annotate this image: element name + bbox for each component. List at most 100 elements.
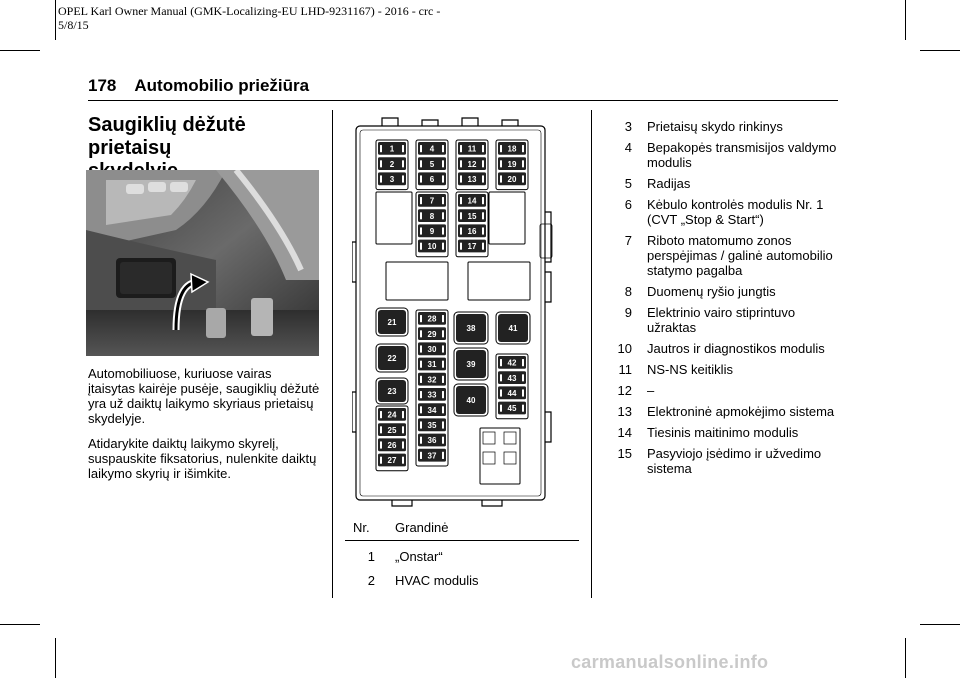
- print-header: OPEL Karl Owner Manual (GMK-Localizing-E…: [58, 4, 440, 32]
- item-name: Riboto matomumo zonos perspėjimas / gali…: [647, 233, 833, 278]
- fuse-19: 19: [498, 157, 526, 170]
- fuse-label: 6: [430, 175, 435, 184]
- fuse-41: 41: [495, 311, 531, 345]
- item-name: Prietaisų skydo rinkinys: [647, 119, 783, 134]
- fuse-11: 11: [458, 142, 486, 155]
- fuse-4: 4: [418, 142, 446, 155]
- fuse-42: 42: [498, 356, 526, 369]
- fuse-43: 43: [498, 371, 526, 384]
- fuse-label: 3: [390, 175, 395, 184]
- fuse-14: 14: [458, 194, 486, 207]
- fuse-17: 17: [458, 239, 486, 253]
- fuse-33: 33: [418, 388, 446, 401]
- list-item: 12–: [600, 383, 840, 398]
- column-divider: [591, 110, 592, 598]
- fuse-label: 12: [468, 160, 477, 169]
- fuse-table: Nr. Grandinė 1 „Onstar“ 2 HVAC modulis: [345, 520, 579, 597]
- fuse-label: 4: [430, 145, 435, 154]
- fuse-label: 25: [388, 426, 397, 435]
- fuse-label: 36: [428, 436, 437, 445]
- item-number: 5: [624, 176, 632, 191]
- list-item: 14 Tiesinis maitinimo modulis: [600, 425, 840, 440]
- print-header-line1: OPEL Karl Owner Manual (GMK-Localizing-E…: [58, 4, 441, 18]
- fuse-label: 10: [428, 242, 437, 251]
- fuse-label: 9: [430, 227, 435, 236]
- fuse-label: 26: [388, 441, 397, 450]
- list-item: 4 Bepakopės transmisijos valdymo modulis: [600, 140, 840, 170]
- table-row: 1 „Onstar“: [345, 549, 579, 573]
- fuse-list: 3 Prietaisų skydo rinkinys 4 Bepakopės tra…: [600, 119, 840, 482]
- fuse-29: 29: [418, 327, 446, 340]
- fuse-35: 35: [418, 418, 446, 432]
- column-header-circuit: Grandinė: [395, 520, 449, 535]
- fuse-label: 14: [468, 197, 477, 206]
- item-number: 13: [617, 404, 632, 419]
- fuse-30: 30: [418, 342, 446, 356]
- fuse-label: 35: [428, 421, 437, 430]
- fuse-label: 16: [468, 227, 477, 236]
- item-number: 8: [624, 284, 632, 299]
- table-row: 2 HVAC modulis: [345, 573, 579, 597]
- crop-mark: [905, 638, 906, 678]
- item-number: 3: [624, 119, 632, 134]
- fuse-9: 9: [418, 224, 446, 238]
- page-title: Automobilio priežiūra: [134, 76, 310, 95]
- fuse-label: 28: [428, 315, 437, 324]
- fuse-23: 23: [375, 377, 409, 405]
- fuse-label: 1: [390, 145, 395, 154]
- fuse-label: 40: [467, 396, 476, 405]
- fuse-label: 11: [468, 145, 477, 154]
- fuse-label: 45: [508, 404, 517, 413]
- item-name: Tiesinis maitinimo modulis: [647, 425, 799, 440]
- fuse-label: 34: [428, 406, 437, 415]
- crop-mark: [55, 638, 56, 678]
- fuse-box-diagram: 1234567891011121314151617181920242526272…: [352, 117, 553, 507]
- watermark: carmanualsonline.info: [571, 652, 769, 672]
- fuse-label: 8: [430, 212, 435, 221]
- fuse-7: 7: [418, 194, 446, 207]
- section-heading-line1: Saugiklių dėžutė prietaisų: [88, 114, 246, 159]
- item-number: 4: [624, 140, 632, 155]
- fuse-5: 5: [418, 157, 446, 170]
- fuse-38: 38: [453, 311, 489, 345]
- fuse-18: 18: [498, 142, 526, 155]
- table-header: Nr. Grandinė: [345, 520, 579, 541]
- fuse-label: 5: [430, 160, 435, 169]
- row-number: 2: [367, 573, 375, 588]
- item-number: 15: [617, 446, 632, 461]
- item-number: 14: [617, 425, 632, 440]
- fuse-2: 2: [378, 157, 406, 170]
- fuse-label: 17: [468, 242, 477, 251]
- fuse-34: 34: [418, 403, 446, 416]
- crop-mark: [0, 624, 40, 625]
- relay-blocks: [375, 191, 531, 485]
- intro-paragraph: Automobiliuose, kuriuose vairas įtaisyta…: [88, 366, 320, 426]
- crop-mark: [0, 50, 40, 51]
- fuse-label: 20: [508, 175, 517, 184]
- fuse-16: 16: [458, 224, 486, 238]
- fuse-1: 1: [378, 142, 406, 155]
- fuse-label: 22: [388, 354, 397, 363]
- fuse-25: 25: [378, 423, 406, 436]
- fuse-label: 24: [388, 411, 397, 420]
- fuse-28: 28: [418, 312, 446, 325]
- item-name: Bepakopės transmisijos valdymo modulis: [647, 140, 837, 170]
- item-name: Kėbulo kontrolės modulis Nr. 1 (CVT „Sto…: [647, 197, 824, 227]
- fuse-13: 13: [458, 172, 486, 186]
- item-name: Elektroninė apmokėjimo sistema: [647, 404, 835, 419]
- fuse-label: 44: [508, 389, 517, 398]
- list-item: 8 Duomenų ryšio jungtis: [600, 284, 840, 299]
- fuse-37: 37: [418, 448, 446, 462]
- fuse-24: 24: [378, 408, 406, 421]
- row-circuit: HVAC modulis: [395, 573, 479, 588]
- fuse-31: 31: [418, 357, 446, 371]
- column-header-nr: Nr.: [353, 520, 370, 535]
- fuse-label: 33: [428, 391, 437, 400]
- fuse-label: 43: [508, 374, 517, 383]
- item-name: Duomenų ryšio jungtis: [647, 284, 776, 299]
- fuse-label: 42: [508, 359, 517, 368]
- fuse-box-location-photo: [86, 170, 319, 356]
